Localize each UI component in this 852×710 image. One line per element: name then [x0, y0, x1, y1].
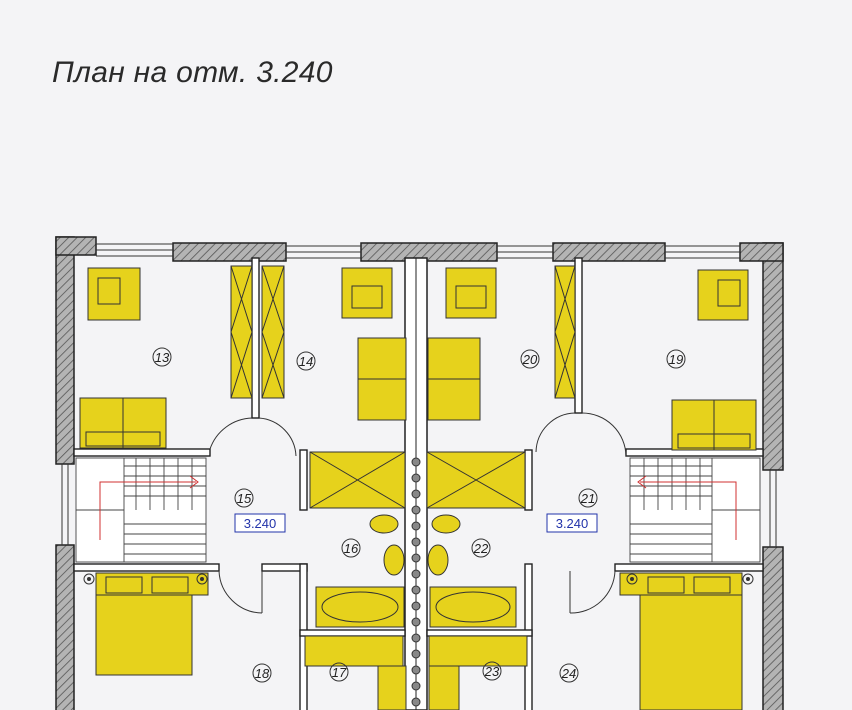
door-swings — [209, 412, 627, 614]
sink-right — [427, 544, 449, 576]
bathtub-right — [429, 586, 517, 628]
sofa-room-20 — [427, 337, 481, 421]
room-22-number: 22 — [473, 541, 489, 556]
room-20-number: 20 — [522, 352, 538, 367]
window-glazing — [61, 243, 777, 547]
room-14: 14 — [296, 351, 316, 371]
bathtub-left — [315, 586, 405, 628]
room-21: 21 — [578, 488, 598, 508]
room-13: 13 — [152, 347, 172, 367]
room-24: 24 — [559, 663, 579, 683]
bidet-left — [369, 514, 399, 534]
room-19: 19 — [666, 349, 686, 369]
corridor-strip-left — [304, 635, 407, 710]
level-mark-right: 3.240 — [546, 513, 598, 533]
desk-room-19 — [697, 269, 749, 321]
level-mark-right-value: 3.240 — [556, 516, 589, 531]
room-24-number: 24 — [561, 666, 576, 681]
interior-partitions — [73, 257, 764, 710]
level-mark-left: 3.240 — [234, 513, 286, 533]
bed-left — [95, 572, 209, 676]
stair-right — [629, 457, 761, 563]
sofa-room-13 — [79, 397, 167, 449]
room-labels: 13 14 20 19 15 21 16 22 18 17 23 24 — [152, 347, 686, 683]
room-23: 23 — [482, 661, 502, 681]
room-13-number: 13 — [155, 350, 170, 365]
stair-left — [75, 457, 207, 563]
wardrobe-room-20 — [554, 265, 576, 399]
room-16-number: 16 — [344, 541, 359, 556]
wardrobe-room-14 — [261, 265, 285, 399]
room-20: 20 — [520, 349, 540, 369]
room-17: 17 — [329, 662, 349, 682]
desk-room-20 — [445, 267, 497, 319]
room-22: 22 — [471, 538, 491, 558]
hall-cabinet-right — [426, 451, 526, 509]
exterior-walls — [55, 236, 784, 710]
furniture — [79, 265, 757, 710]
room-15-number: 15 — [237, 491, 252, 506]
stair-right-arrow — [637, 475, 737, 540]
nightstand-markers — [83, 573, 754, 585]
level-mark-left-value: 3.240 — [244, 516, 277, 531]
desk-room-14 — [341, 267, 393, 319]
room-19-number: 19 — [669, 352, 683, 367]
party-wall — [404, 257, 428, 710]
room-16: 16 — [341, 538, 361, 558]
stair-left-arrow — [99, 475, 199, 540]
plan-title: План на отм. 3.240 — [52, 56, 333, 89]
room-17-number: 17 — [332, 665, 347, 680]
sofa-room-14 — [357, 337, 407, 421]
room-18-number: 18 — [255, 666, 270, 681]
desk-room-13 — [87, 267, 141, 321]
wardrobe-room-13 — [230, 265, 253, 399]
bidet-right — [431, 514, 461, 534]
hall-cabinet-left — [309, 451, 406, 509]
sofa-room-19 — [671, 399, 757, 451]
room-15: 15 — [234, 488, 254, 508]
room-18: 18 — [252, 663, 272, 683]
sink-left — [383, 544, 405, 576]
room-14-number: 14 — [299, 354, 313, 369]
bed-right — [619, 572, 743, 710]
room-23-number: 23 — [484, 664, 500, 679]
room-21-number: 21 — [580, 491, 595, 506]
corridor-strip-right — [428, 635, 528, 710]
